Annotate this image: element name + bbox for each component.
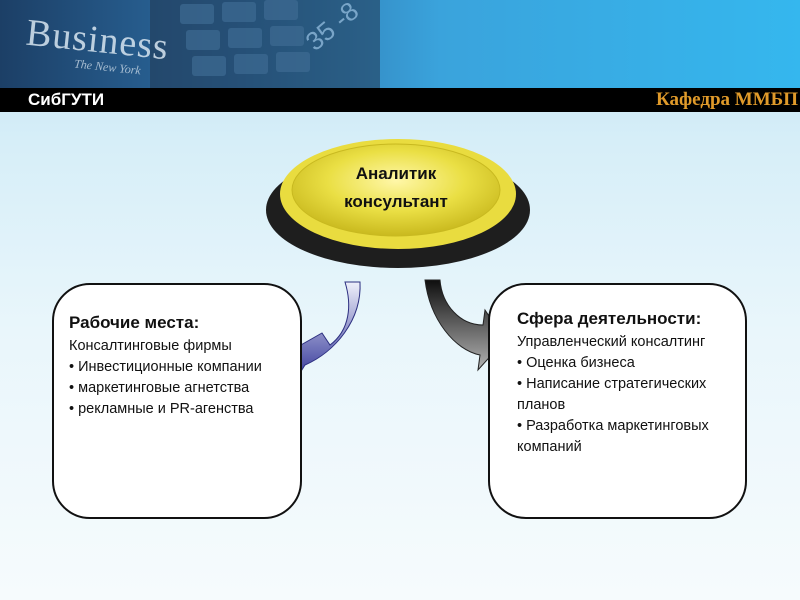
- workplace-item: • Инвестиционные компании: [69, 359, 262, 375]
- university-name: СибГУТИ: [28, 90, 105, 109]
- activity-item: • Написание стратегических планов: [517, 376, 707, 413]
- center-label-line2: консультант: [344, 192, 448, 211]
- center-node-label: Аналитик консультант: [300, 160, 492, 216]
- header-bar: СибГУТИ Кафедра ММБП: [0, 88, 800, 112]
- workplace-item: • маркетинговые агнетства: [69, 380, 250, 396]
- workplace-item: Консалтинговые фирмы: [69, 338, 232, 354]
- banner-decoration: 35 -8: [150, 0, 380, 88]
- activity-item: Управленческий консалтинг: [517, 334, 706, 350]
- center-node: [291, 143, 501, 237]
- activity-item: • Оценка бизнеса: [517, 355, 635, 371]
- activity-box: Сфера деятельности: Управленческий конса…: [488, 283, 747, 519]
- center-label-line1: Аналитик: [355, 164, 437, 183]
- department-name: Кафедра ММБП: [656, 89, 798, 110]
- header-banner: 35 -8 Business The New York: [0, 0, 800, 88]
- workplace-item: • рекламные и PR-агенства: [69, 401, 254, 417]
- workplaces-title: Рабочие места:: [69, 313, 200, 332]
- activity-title: Сфера деятельности:: [517, 309, 702, 328]
- activity-item: • Разработка маркетинговых компаний: [517, 418, 709, 455]
- workplaces-box: Рабочие места: Консалтинговые фирмы • Ин…: [52, 283, 302, 519]
